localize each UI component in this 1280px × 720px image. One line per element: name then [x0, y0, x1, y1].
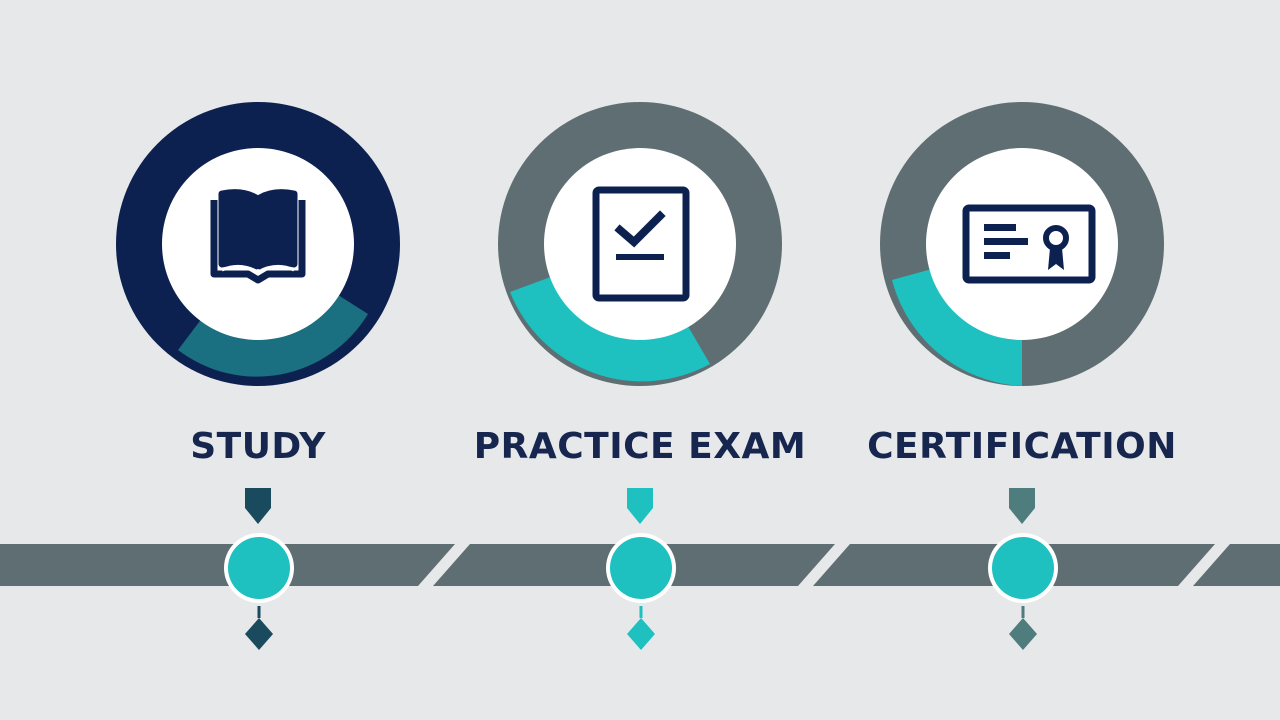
- practice-exam-progress-ring: [498, 102, 782, 386]
- practice-exam-pointer-down-icon: [627, 488, 653, 524]
- checklist-document-icon: [592, 186, 690, 302]
- certification-diamond-icon: [1009, 606, 1037, 650]
- study-timeline-node: [224, 533, 294, 603]
- certification-progress-ring: [880, 102, 1164, 386]
- study-progress-ring: [116, 102, 400, 386]
- practice-exam-timeline-node: [606, 533, 676, 603]
- timeline-segment: [1193, 544, 1280, 586]
- step-label-study: STUDY: [190, 426, 326, 467]
- certification-pointer-down-icon: [1009, 488, 1035, 524]
- study-diamond-icon: [245, 606, 273, 650]
- certification-timeline-node: [988, 533, 1058, 603]
- step-label-practice-exam: PRACTICE EXAM: [473, 426, 807, 467]
- open-book-icon: [210, 189, 306, 284]
- timeline-track: [0, 544, 1280, 586]
- study-pointer-down-icon: [245, 488, 271, 524]
- certificate-icon: [962, 204, 1096, 284]
- practice-exam-diamond-icon: [627, 606, 655, 650]
- step-label-certification: CERTIFICATION: [867, 426, 1177, 467]
